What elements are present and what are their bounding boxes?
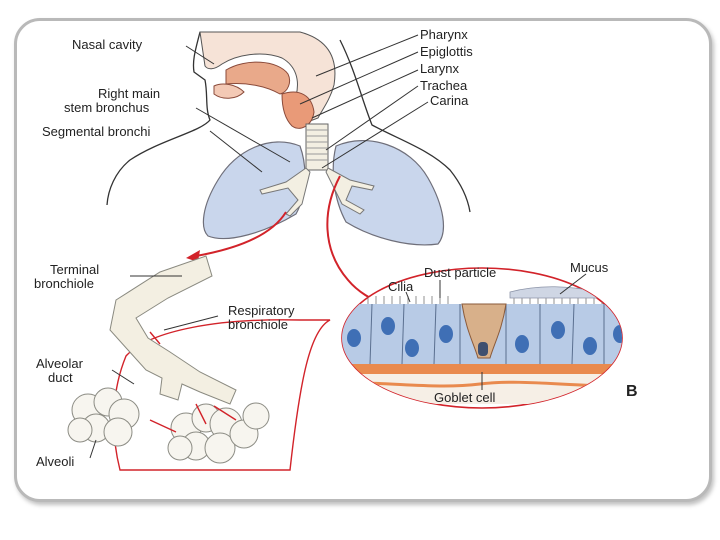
label-epiglottis: Epiglottis	[420, 44, 473, 59]
epithelium-detail	[341, 267, 623, 409]
panel-label-b: B	[626, 383, 638, 400]
upper-airway	[199, 31, 336, 129]
body-outline	[106, 31, 471, 213]
label-segmental-bronchi: Segmental bronchi	[42, 124, 151, 139]
label-trachea: Trachea	[420, 78, 468, 93]
lungs	[202, 139, 445, 246]
label-alveoli: Alveoli	[36, 454, 74, 469]
label-dust-particle: Dust particle	[424, 265, 496, 280]
label-carina: Carina	[430, 93, 469, 108]
label-respiratory-1: Respiratory	[228, 303, 295, 318]
label-alveolar-2: duct	[48, 370, 73, 385]
label-terminal-2: bronchiole	[34, 276, 94, 291]
trachea-shape	[305, 123, 329, 171]
label-respiratory-2: bronchiole	[228, 317, 288, 332]
label-alveolar-1: Alveolar	[36, 356, 84, 371]
bronchiole-detail	[67, 255, 331, 471]
label-nasal-cavity: Nasal cavity	[72, 37, 143, 52]
label-right-main-1: Right main	[98, 86, 160, 101]
label-right-main-2: stem bronchus	[64, 100, 150, 115]
label-larynx: Larynx	[420, 61, 460, 76]
label-pharynx: Pharynx	[420, 27, 468, 42]
label-terminal-1: Terminal	[50, 262, 99, 277]
label-goblet-cell: Goblet cell	[434, 390, 496, 405]
leader-lines	[89, 34, 587, 459]
label-cilia: Cilia	[388, 279, 414, 294]
label-mucus: Mucus	[570, 260, 609, 275]
